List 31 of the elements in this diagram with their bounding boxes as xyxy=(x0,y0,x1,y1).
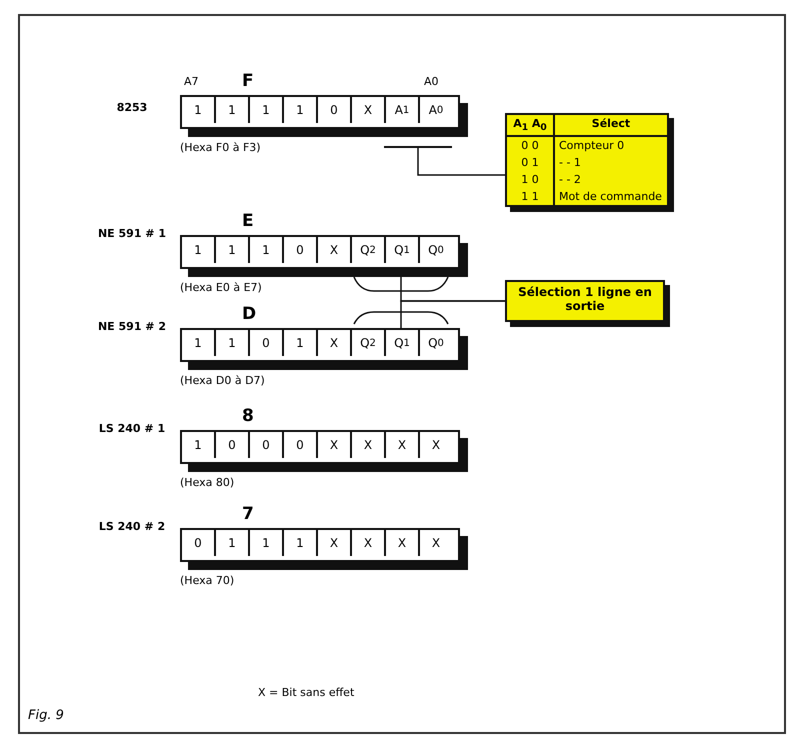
connector-line xyxy=(400,300,505,328)
hex-range: (Hexa F0 à F3) xyxy=(180,141,261,154)
chip-label: LS 240 # 2 xyxy=(98,520,166,534)
table-cell-text: Compteur 0 xyxy=(558,138,626,154)
hex-digit: E xyxy=(242,211,254,231)
hex-digit: 8 xyxy=(242,406,254,426)
hex-digit: F xyxy=(242,71,254,91)
table-cell-text: Mot de commande xyxy=(558,189,663,206)
hex-digit: 7 xyxy=(242,504,254,524)
table-cell: 1 0 xyxy=(507,171,555,188)
footnote: X = Bit sans effet xyxy=(258,686,354,699)
chip-label: LS 240 # 1 xyxy=(98,422,166,436)
table-cell: Sélect xyxy=(555,115,667,138)
chip-label: 8253 xyxy=(116,101,148,114)
hex-digit: D xyxy=(242,304,256,324)
table-cell-text: - - 2 xyxy=(558,172,582,188)
hex-range: (Hexa D0 à D7) xyxy=(180,374,265,387)
table-cell: 0 0 xyxy=(507,137,555,154)
figure-number: Fig. 9 xyxy=(28,708,64,723)
chip-label: NE 591 # 2 xyxy=(96,320,168,334)
hex-range: (Hexa 70) xyxy=(180,574,234,587)
table-cell: 0 1 xyxy=(507,154,555,172)
hex-range: (Hexa E0 à E7) xyxy=(180,281,262,294)
bit-label: A7 xyxy=(184,75,199,88)
chip-label: NE 591 # 1 xyxy=(96,227,168,240)
table-cell-text: - - 1 xyxy=(558,155,582,172)
table-cell: 1 1 xyxy=(507,188,555,206)
hex-range: (Hexa 80) xyxy=(180,476,234,489)
bit-label: A0 xyxy=(424,75,439,88)
connector-line xyxy=(417,147,505,176)
table-cell: A$_{1}$ A$_{0}$ xyxy=(507,115,555,138)
